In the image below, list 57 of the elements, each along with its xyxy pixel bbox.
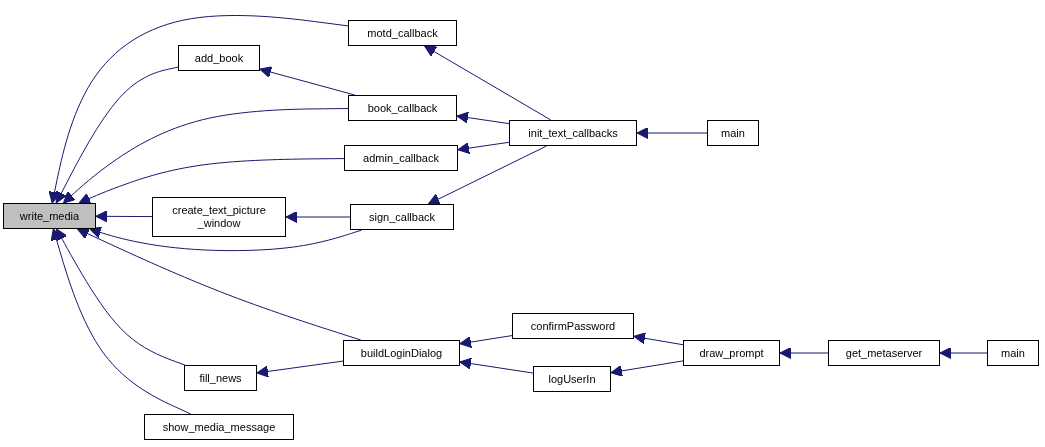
arrow: [55, 66, 179, 204]
function-box: [144, 414, 294, 440]
function-box: [350, 204, 454, 230]
arrow: [48, 15, 349, 204]
function-box: [509, 120, 637, 146]
arrow: [78, 158, 345, 205]
function-name: buildLoginDialog: [360, 346, 443, 360]
function-name: write_media: [19, 209, 80, 223]
function-box: [828, 340, 940, 366]
function-box: [987, 340, 1039, 366]
arrow: [285, 210, 351, 224]
arrow: [77, 228, 362, 341]
function-name: main: [721, 126, 745, 140]
function-box: [707, 120, 759, 146]
function-box: [343, 340, 460, 366]
arrow: [427, 145, 548, 205]
arrow: [56, 228, 186, 366]
function-box: [683, 340, 780, 366]
function-box: [348, 95, 457, 121]
function-name: logUserIn: [548, 372, 596, 386]
function-name: main: [1001, 346, 1025, 360]
function-name: add_book: [194, 51, 244, 65]
function-box: [512, 313, 634, 339]
arrow: [259, 66, 356, 96]
function-box: [152, 197, 286, 237]
function-name: show_media_message: [162, 420, 276, 434]
arrow: [633, 332, 684, 346]
function-name: fill_news: [199, 371, 242, 385]
function-box: [3, 203, 96, 229]
arrow: [457, 141, 510, 155]
arrow: [459, 357, 534, 374]
arrow: [779, 346, 829, 360]
arrow: [63, 108, 349, 204]
arrow: [50, 228, 192, 415]
arrow: [939, 346, 988, 360]
arrow: [610, 360, 684, 377]
function-name: get_metaserver: [845, 346, 923, 360]
arrow: [95, 210, 153, 223]
function-name: sign_callback: [368, 210, 435, 224]
function-name: create_text_picture _window: [171, 204, 267, 230]
function-box: [533, 366, 611, 392]
function-name: init_text_callbacks: [528, 126, 618, 140]
arrow: [459, 335, 513, 349]
arrow: [636, 126, 708, 140]
arrow: [256, 360, 344, 378]
function-name: draw_prompt: [699, 346, 764, 360]
function-name: motd_callback: [367, 26, 438, 40]
function-name: admin_callback: [363, 151, 439, 165]
function-box: [184, 365, 257, 391]
function-name: book_callback: [367, 101, 438, 115]
function-name: confirmPassword: [530, 319, 616, 333]
arrow: [424, 45, 552, 121]
function-box: [348, 20, 457, 46]
function-box: [178, 45, 260, 71]
function-box: [344, 145, 458, 171]
arrow: [456, 111, 510, 125]
arrow: [89, 226, 363, 252]
